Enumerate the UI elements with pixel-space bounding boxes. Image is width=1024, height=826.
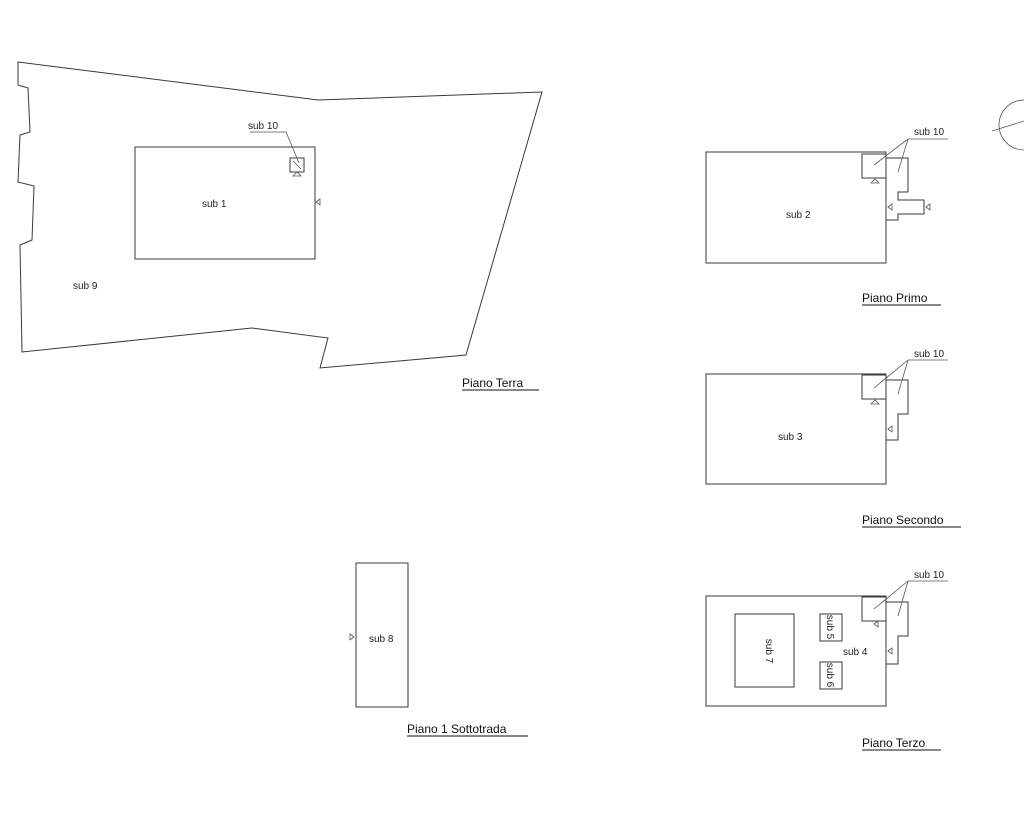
- room-sub-6-outline: [819, 661, 843, 690]
- stairwell-outline-secondo: [886, 379, 909, 441]
- stair-sub-10-arrow-secondo: [870, 399, 880, 405]
- stair-sub-10-arrow-terzo: [873, 620, 879, 628]
- stair-sub-10-box-primo: [861, 153, 887, 179]
- plan-piano-1-sottotrada: sub 8 Piano 1 Sottotrada: [349, 562, 528, 737]
- entrance-arrow-primo-1: [887, 203, 893, 211]
- sub-10-leader-line: [250, 131, 300, 164]
- label-sub-3: sub 3: [778, 432, 803, 443]
- room-sub-5-outline: [819, 613, 843, 642]
- stair-sub-10-box-secondo: [861, 374, 887, 400]
- lot-sub-9-outline: [17, 61, 543, 369]
- north-arrow-icon: [991, 99, 1024, 151]
- plan-piano-terzo: sub 10 sub 4 sub 7 sub 5 sub 6 Piano Ter…: [705, 570, 948, 751]
- title-piano-terzo: Piano Terzo: [862, 736, 925, 750]
- label-sub-4: sub 4: [843, 647, 868, 658]
- sub-10-leader-terzo-a: [873, 580, 909, 610]
- unit-sub-3-outline: [705, 373, 887, 485]
- sub-10-leader-primo-a: [873, 138, 909, 166]
- label-sub-10-primo: sub 10: [914, 127, 944, 138]
- building-sub-1-outline: [134, 146, 316, 260]
- entrance-arrow-secondo: [887, 425, 893, 433]
- stair-sub-10-box-terzo: [861, 596, 887, 622]
- unit-sub-8-outline: [355, 562, 409, 708]
- entrance-arrow: [315, 198, 321, 206]
- entrance-arrow-terzo: [887, 647, 893, 655]
- label-sub-5: sub 5: [824, 615, 835, 640]
- label-sub-7: sub 7: [763, 639, 774, 664]
- entrance-arrow-primo-2: [925, 203, 931, 211]
- label-sub-8: sub 8: [369, 634, 394, 645]
- label-sub-10-terra: sub 10: [248, 121, 278, 132]
- unit-sub-4-outline: [705, 595, 887, 707]
- plan-piano-terra: sub 10 sub 1 sub 9 Piano Terra: [17, 61, 543, 391]
- entrance-arrow-sottotrada: [349, 633, 355, 641]
- stair-sub-10-arrow: [292, 171, 302, 177]
- stairwell-outline-primo: [886, 157, 925, 221]
- label-sub-2: sub 2: [786, 210, 811, 221]
- stair-sub-10-arrow-primo: [870, 178, 880, 184]
- title-piano-secondo: Piano Secondo: [862, 513, 944, 527]
- unit-sub-2-outline: [705, 151, 887, 264]
- label-sub-10-secondo: sub 10: [914, 349, 944, 360]
- label-sub-10-terzo: sub 10: [914, 570, 944, 581]
- label-sub-1: sub 1: [202, 199, 227, 210]
- title-piano-1-sottotrada: Piano 1 Sottotrada: [407, 722, 507, 736]
- plan-piano-primo: sub 10 sub 2 Piano Primo: [705, 127, 948, 306]
- sub-10-leader-terzo-b: [897, 580, 909, 617]
- label-sub-6: sub 6: [824, 663, 835, 688]
- sub-10-leader-primo-b: [897, 138, 909, 173]
- plan-piano-secondo: sub 10 sub 3 Piano Secondo: [705, 349, 961, 528]
- title-piano-terra: Piano Terra: [462, 376, 523, 390]
- sub-10-leader-secondo-b: [897, 359, 909, 395]
- sub-10-leader-secondo-a: [873, 359, 909, 389]
- title-piano-primo: Piano Primo: [862, 291, 928, 305]
- room-sub-7-outline: [734, 613, 795, 688]
- stair-sub-10-diagonal: [292, 160, 302, 170]
- stairwell-outline-terzo: [886, 601, 909, 665]
- label-sub-9: sub 9: [73, 281, 98, 292]
